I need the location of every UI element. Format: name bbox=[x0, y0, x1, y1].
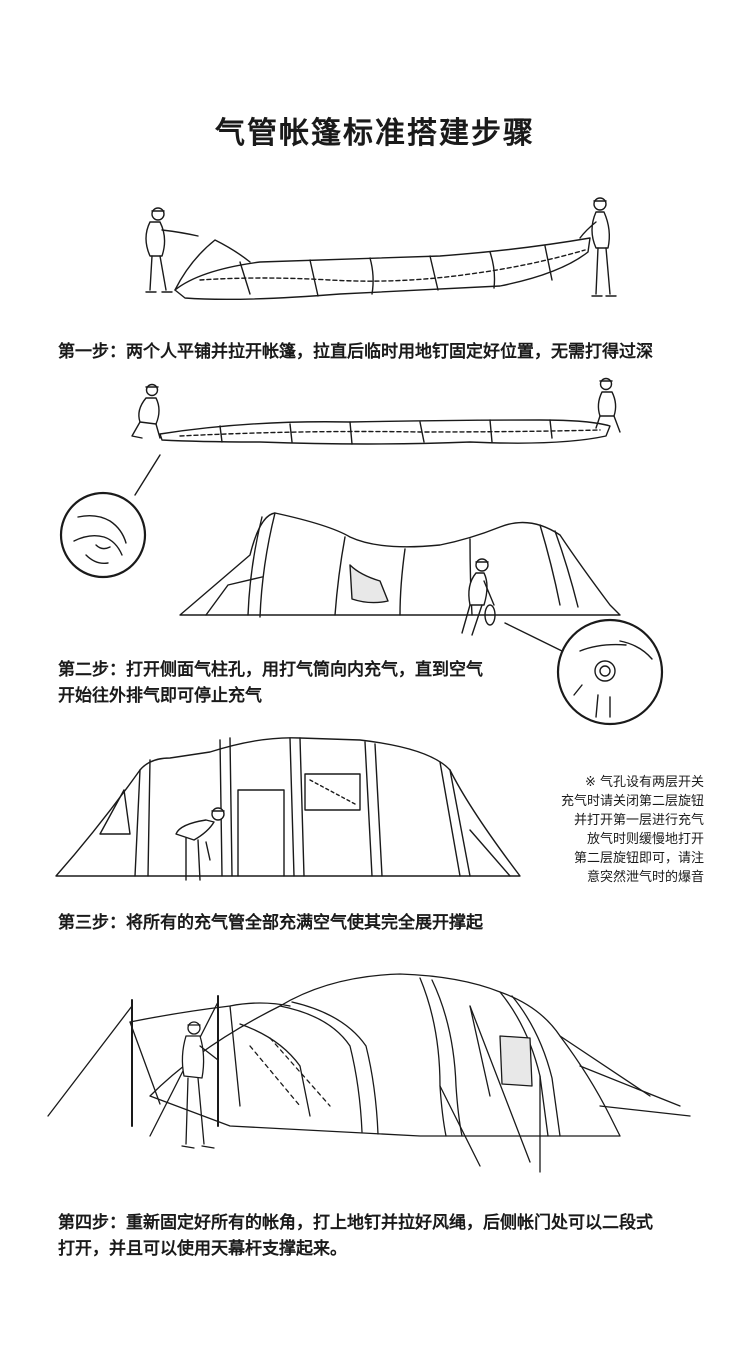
staking-tent-illustration bbox=[0, 376, 750, 456]
inflated-tent-illustration bbox=[0, 730, 750, 890]
tent-with-guy-lines-illustration bbox=[0, 966, 750, 1176]
step-1-text: 第一步：两个人平铺并拉开帐篷，拉直后临时用地钉固定好位置，无需打得过深 bbox=[58, 342, 653, 362]
valve-note: ※ 气孔设有两层开关 充气时请关闭第二层旋钮 并打开第一层进行充气 放气时则缓慢… bbox=[560, 775, 704, 885]
step-3-text: 第三步：将所有的充气管全部充满空气使其完全展开撑起 bbox=[58, 913, 483, 933]
unfolding-tent-illustration bbox=[0, 190, 750, 310]
step-2-text: 第二步：打开侧面气柱孔，用打气筒向内充气，直到空气 开始往外排气即可停止充气 bbox=[58, 660, 483, 706]
inflating-tent-illustration bbox=[0, 455, 750, 745]
step-4-text: 第四步：重新固定好所有的帐角，打上地钉并拉好风绳，后侧帐门处可以二段式 打开，并… bbox=[58, 1213, 653, 1259]
page-title: 气管帐篷标准搭建步骤 bbox=[215, 116, 535, 151]
